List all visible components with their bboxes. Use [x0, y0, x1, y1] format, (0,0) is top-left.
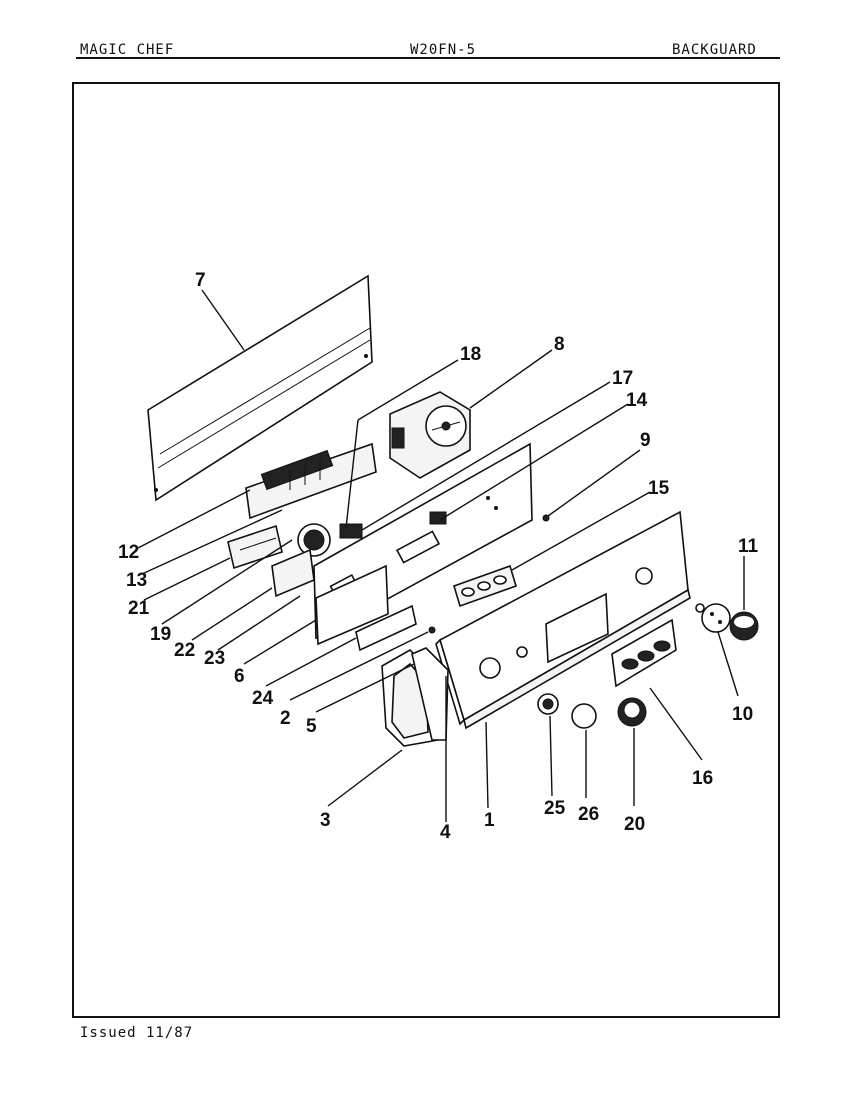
callout-17: 17	[612, 368, 633, 389]
callout-20: 20	[624, 814, 645, 835]
callout-21: 21	[128, 598, 150, 619]
part-16-overlay	[611, 618, 677, 688]
diagram-frame	[72, 82, 780, 1018]
callout-26: 26	[578, 804, 599, 825]
part-26-knob	[571, 703, 597, 729]
model-number: W20FN-5	[410, 42, 477, 58]
callout-23: 23	[204, 648, 225, 669]
callout-13: 13	[126, 570, 147, 591]
part-20-knob	[617, 697, 647, 727]
callout-16: 16	[692, 768, 713, 789]
callout-5: 5	[306, 716, 317, 737]
issued-date: Issued 11/87	[80, 1025, 194, 1041]
callout-12: 12	[118, 542, 139, 563]
part-25-bezel	[537, 693, 559, 715]
callout-numbers: 7 18 8 17 14 9 15 11 10 16 12 13 21 19 2…	[118, 270, 759, 843]
callout-4: 4	[440, 822, 451, 843]
callout-9: 9	[640, 430, 651, 451]
callout-24: 24	[252, 688, 274, 709]
part-6-switch-plate	[315, 564, 389, 646]
part-24-lens	[355, 604, 417, 652]
part-12-bracket	[245, 442, 377, 520]
callout-11: 11	[738, 536, 759, 557]
part-11-knob	[729, 611, 759, 641]
callout-15: 15	[648, 478, 670, 499]
part-21-selector	[227, 524, 283, 570]
callout-3: 3	[320, 810, 331, 831]
callout-19: 19	[150, 624, 171, 645]
part-17-switch	[429, 511, 447, 525]
callout-8: 8	[554, 334, 565, 355]
leader-lines	[137, 289, 745, 822]
callout-6: 6	[234, 666, 245, 687]
part-7-rear-cover	[147, 274, 373, 502]
section-title: BACKGUARD	[672, 42, 757, 58]
part-18-switch	[339, 523, 363, 539]
part-15-button-assembly	[453, 564, 517, 608]
part-8-timer	[389, 391, 471, 479]
callout-22: 22	[174, 640, 195, 661]
part-10-knob-skirt	[695, 603, 731, 633]
callout-14: 14	[626, 390, 648, 411]
callout-1: 1	[484, 810, 495, 831]
part-9-screw	[542, 514, 550, 522]
header-rule	[76, 57, 780, 59]
part-1-console-panel	[428, 510, 691, 730]
callout-18: 18	[460, 344, 481, 365]
part-19-rotary-switch	[271, 523, 331, 598]
callout-7: 7	[195, 270, 206, 291]
callout-2: 2	[280, 708, 291, 729]
brand-label: MAGIC CHEF	[80, 42, 175, 58]
part-4-trim	[411, 647, 449, 741]
callout-25: 25	[544, 798, 566, 819]
callout-10: 10	[732, 704, 753, 725]
